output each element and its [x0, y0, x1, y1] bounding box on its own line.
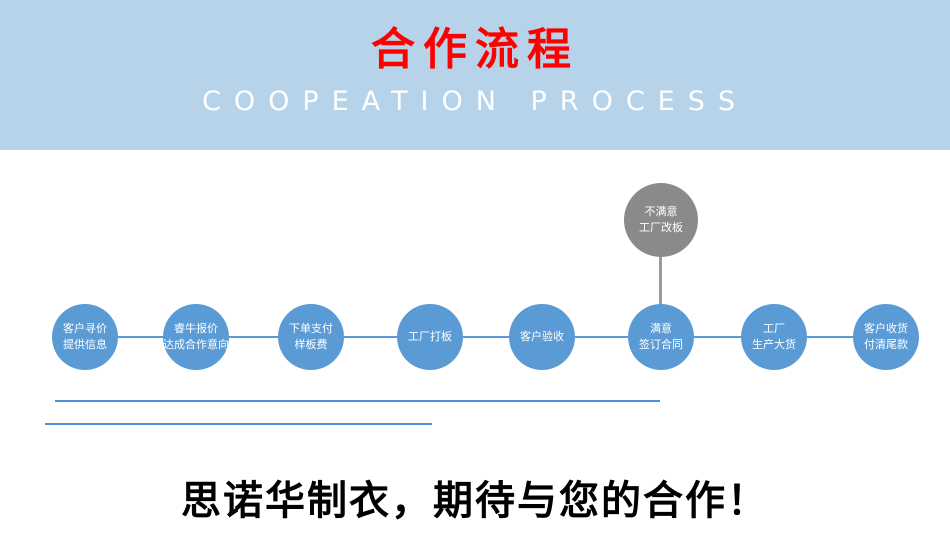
flow-step-factory-sampling: 工厂打板	[397, 304, 463, 370]
banner: 合作流程 COOPEATION PROCESS	[0, 0, 950, 150]
step-label-line2: 样板费	[294, 338, 328, 351]
flow-step-sign-contract: 满意 签订合同	[628, 304, 694, 370]
step-label-line1: 满意	[650, 322, 672, 335]
branch-connector-line	[659, 255, 662, 305]
underline-secondary	[45, 423, 432, 425]
flow-step-sample-payment: 下单支付 样板费	[278, 304, 344, 370]
step-label-line1: 客户寻价	[63, 322, 107, 335]
step-label-line2: 达成合作意向	[163, 338, 229, 351]
step-label-line1: 客户收货	[864, 322, 908, 335]
branch-label-line1: 不满意	[644, 205, 678, 218]
banner-subtitle: COOPEATION PROCESS	[201, 86, 749, 118]
step-label-line2: 提供信息	[63, 338, 107, 351]
slogan: 思诺华制衣，期待与您的合作！	[181, 478, 769, 524]
branch-label-line2: 工厂改板	[639, 221, 683, 234]
banner-title: 合作流程	[371, 24, 579, 75]
step-label-line2: 签订合同	[639, 338, 683, 351]
step-label-line1: 工厂	[763, 322, 785, 335]
step-label-line1: 客户验收	[520, 330, 564, 343]
step-label-line2: 生产大货	[752, 338, 796, 351]
process-flow-diagram: 不满意 工厂改板 客户寻价 提供信息 睿牛报价 达成合作意向 下单支付 样板费 …	[0, 150, 950, 450]
flow-step-customer-acceptance: 客户验收	[509, 304, 575, 370]
flow-step-quotation: 睿牛报价 达成合作意向	[163, 304, 229, 370]
flow-step-inquiry: 客户寻价 提供信息	[52, 304, 118, 370]
step-label-line1: 工厂打板	[408, 330, 452, 343]
step-label-line2: 付清尾款	[864, 338, 908, 351]
underline-primary	[55, 400, 660, 402]
step-label-line1: 下单支付	[289, 322, 333, 335]
flow-connector-line	[85, 336, 886, 338]
flow-step-final-payment: 客户收货 付清尾款	[853, 304, 919, 370]
step-label-line1: 睿牛报价	[174, 322, 218, 335]
flow-step-bulk-production: 工厂 生产大货	[741, 304, 807, 370]
flow-branch-unsatisfied: 不满意 工厂改板	[624, 183, 698, 257]
